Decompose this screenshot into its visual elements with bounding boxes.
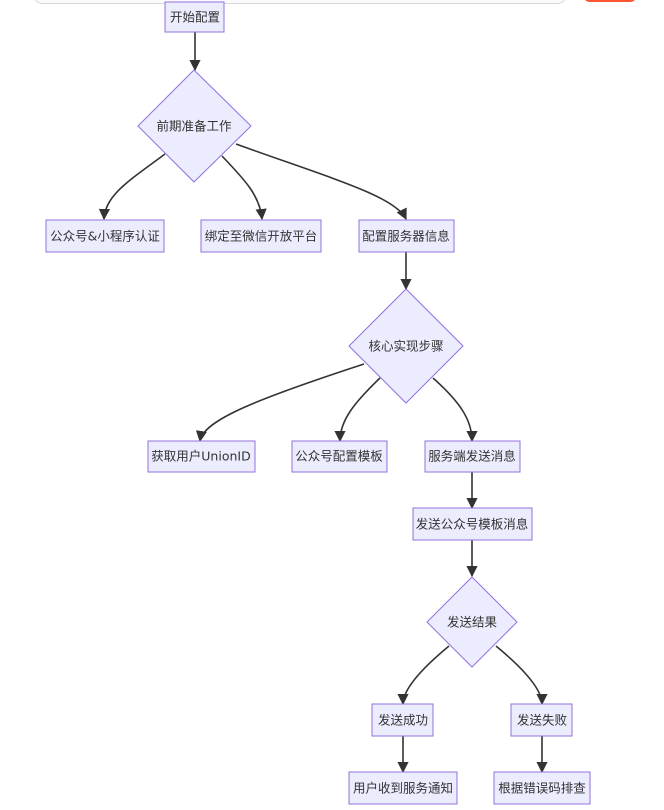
node-start-label: 开始配置 (170, 10, 220, 25)
node-server[interactable]: 配置服务器信息 (358, 219, 455, 253)
node-notify[interactable]: 用户收到服务通知 (348, 771, 458, 805)
browser-top-strip (0, 0, 664, 6)
node-bind[interactable]: 绑定至微信开放平台 (200, 219, 322, 253)
edge-core-send (432, 377, 478, 443)
edge-core-template (334, 377, 381, 443)
node-result-label: 发送结果 (447, 615, 498, 630)
top-action-button[interactable] (583, 0, 637, 2)
node-send[interactable]: 服务端发送消息 (424, 440, 521, 473)
node-result-decision[interactable]: 发送结果 (426, 576, 518, 668)
node-unionid-label: 获取用户UnionID (151, 449, 250, 464)
node-debug[interactable]: 根据错误码排查 (493, 771, 591, 805)
node-success[interactable]: 发送成功 (371, 703, 434, 737)
node-template-label: 公众号配置模板 (295, 449, 383, 464)
node-unionid[interactable]: 获取用户UnionID (147, 440, 256, 473)
node-send-label: 服务端发送消息 (428, 449, 516, 464)
node-server-label: 配置服务器信息 (362, 229, 450, 244)
edge-prep-bind (221, 155, 267, 221)
node-template[interactable]: 公众号配置模板 (291, 440, 388, 473)
edge-prep-cert (98, 153, 166, 221)
node-cert[interactable]: 公众号&小程序认证 (45, 219, 165, 253)
edge-core-unionid (195, 363, 365, 443)
edges (98, 32, 548, 774)
edge-result-fail (495, 645, 548, 706)
node-notify-label: 用户收到服务通知 (353, 781, 453, 796)
node-debug-label: 根据错误码排查 (498, 781, 586, 796)
node-cert-label: 公众号&小程序认证 (50, 229, 160, 244)
node-fail[interactable]: 发送失败 (510, 703, 573, 737)
node-sendtpl[interactable]: 发送公众号模板消息 (412, 507, 533, 541)
edge-result-success (397, 645, 450, 706)
node-success-label: 发送成功 (378, 713, 428, 728)
node-sendtpl-label: 发送公众号模板消息 (416, 517, 529, 532)
node-core-decision[interactable]: 核心实现步骤 (348, 288, 464, 404)
node-prep-decision[interactable]: 前期准备工作 (137, 69, 252, 183)
node-core-label: 核心实现步骤 (368, 339, 443, 354)
node-bind-label: 绑定至微信开放平台 (205, 229, 318, 244)
node-fail-label: 发送失败 (517, 713, 568, 728)
node-start[interactable]: 开始配置 (164, 1, 225, 33)
node-prep-label: 前期准备工作 (156, 119, 232, 134)
edge-prep-server (235, 143, 407, 221)
